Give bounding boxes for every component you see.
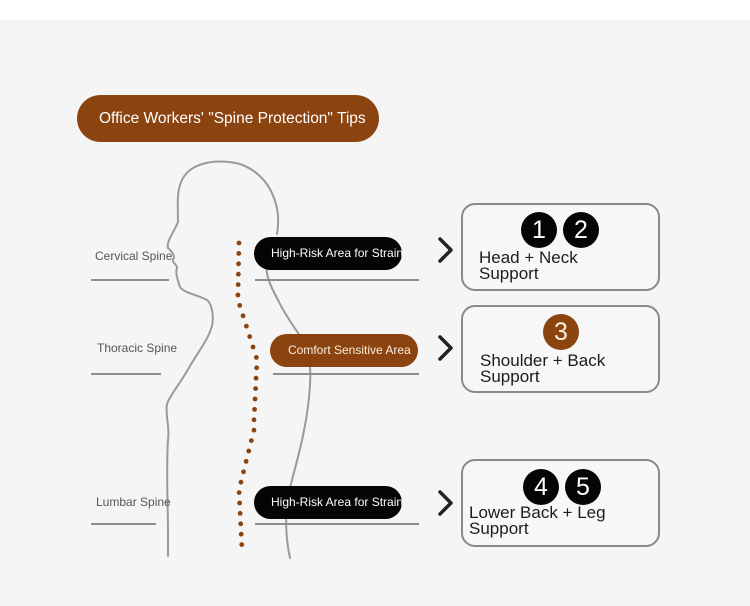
spine-dot [237,500,243,506]
spine-dot [236,261,241,267]
lumbar-right-rule [255,523,419,525]
spine-dot [252,407,257,412]
card-title: Head + Neck Support [479,248,578,283]
spine-dot [253,355,259,360]
spine-dot [250,344,256,350]
lower-back-leg-support-card[interactable]: 4 5 Lower Back + Leg Support [461,459,660,547]
cervical-spine-label: Cervical Spine [95,249,173,263]
spine-dot [243,459,249,464]
spine-dot [253,386,258,391]
card-title: Lower Back + Leg Support [469,503,606,538]
shoulder-back-support-card[interactable]: 3 Shoulder + Back Support [461,305,660,393]
card-title-line2: Support [469,519,529,538]
spine-dot [235,292,241,298]
badge-5: 5 [565,469,601,505]
card-title-line1: Lower Back + Leg [469,503,606,522]
spine-dot [246,448,252,454]
spine-dot [237,511,243,516]
spine-dot [238,479,244,485]
spine-dot [247,334,253,339]
spine-dot [235,271,241,277]
card-title-line2: Support [479,264,539,283]
badge-4: 4 [523,469,559,505]
spine-dot [241,469,246,475]
chevron-right-icon [438,335,453,361]
spine-dot [239,542,245,547]
spine-dot [236,490,242,495]
chevron-right-icon [438,490,453,516]
lumbar-spine-label: Lumbar Spine [96,495,171,509]
head-neck-support-card[interactable]: 1 2 Head + Neck Support [461,203,660,291]
thoracic-comfort-tag: Comfort Sensitive Area [270,334,418,367]
spine-dot [252,396,258,402]
spine-dot [236,240,242,246]
cervical-right-rule [255,279,419,281]
spine-dot [237,303,243,308]
lumbar-left-rule [91,523,156,525]
spine-dot [240,313,246,319]
spine-dot [248,438,254,443]
badge-1: 1 [521,212,557,248]
spine-dot [253,375,259,381]
thoracic-right-rule [273,373,419,375]
spine-dot [251,417,257,423]
card-title: Shoulder + Back Support [480,351,606,386]
lumbar-risk-tag: High-Risk Area for Strain [254,486,402,519]
front-outline [165,160,279,557]
spine-dot [238,531,244,537]
spine-dot [243,323,249,329]
title-banner: Office Workers' "Spine Protection" Tips [77,95,379,142]
spine-dot [235,282,241,287]
spine-dot [251,427,257,433]
spine-dots-icon [235,240,260,547]
card-title-line2: Support [480,367,540,386]
cervical-risk-tag: High-Risk Area for Strain [254,237,402,270]
spine-dot [236,251,242,256]
badge-3: 3 [543,314,579,350]
spine-dot [254,365,260,371]
thoracic-left-rule [91,373,161,375]
badge-2: 2 [563,212,599,248]
cervical-left-rule [91,279,169,281]
chevron-right-icon [438,237,453,263]
spine-dot [238,521,244,527]
thoracic-spine-label: Thoracic Spine [97,341,178,355]
card-title-line1: Shoulder + Back [480,351,606,370]
card-title-line1: Head + Neck [479,248,578,267]
